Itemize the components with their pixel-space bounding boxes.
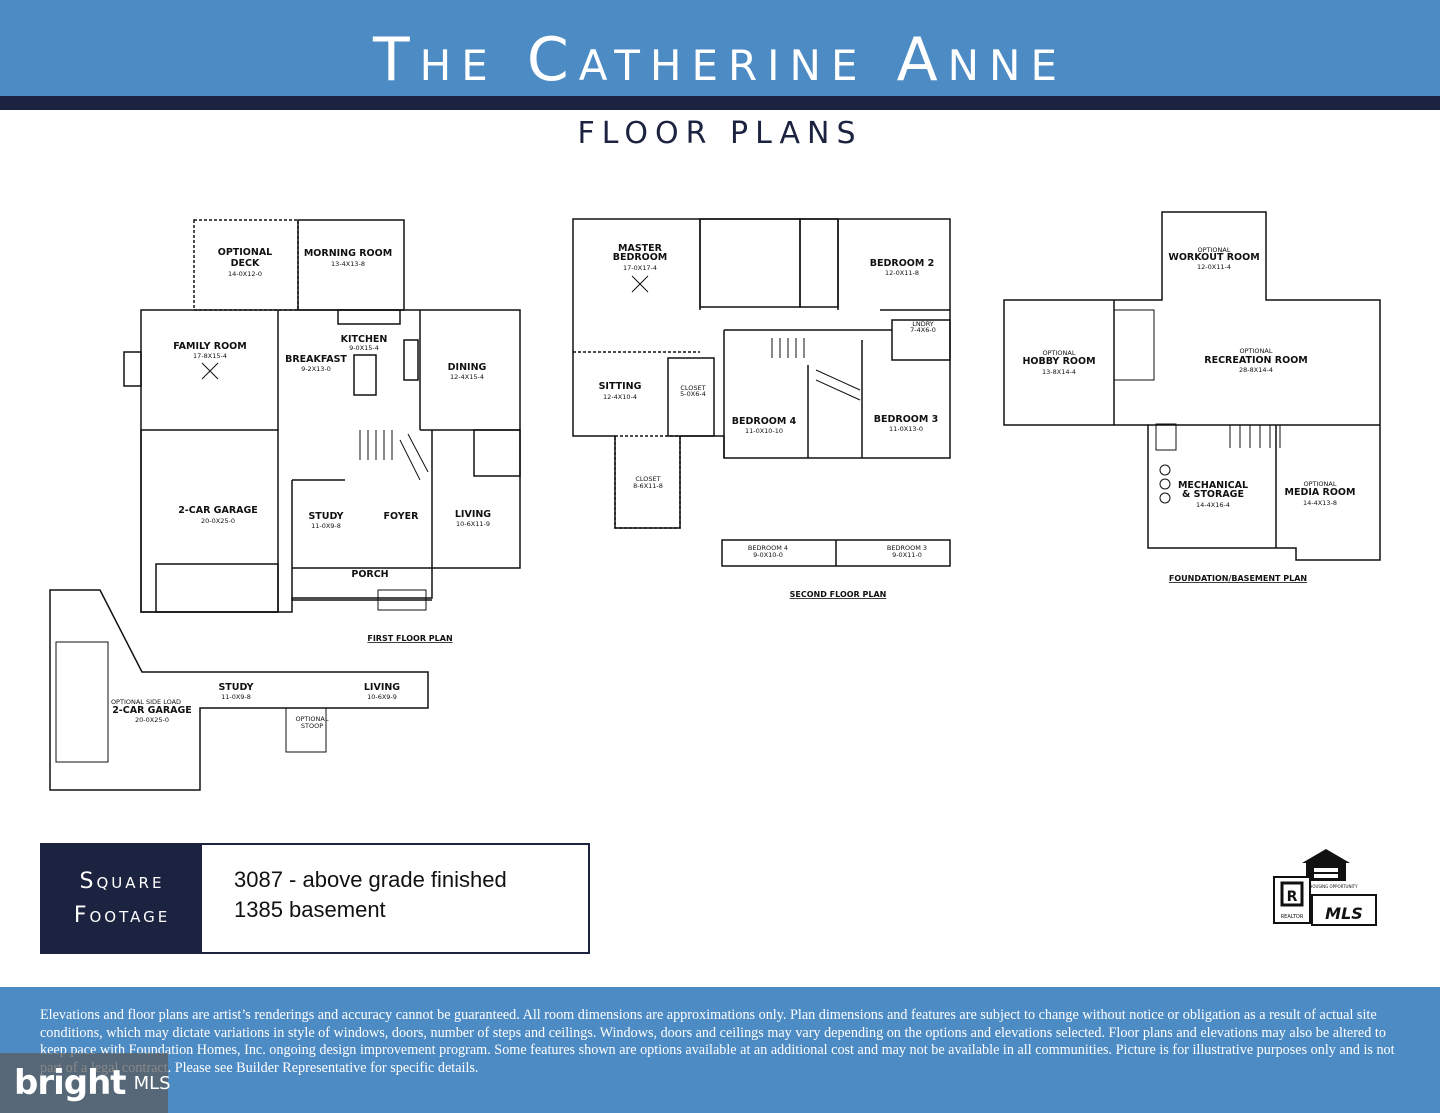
- svg-text:11-0X9-8: 11-0X9-8: [221, 693, 251, 701]
- svg-text:20-0X25-0: 20-0X25-0: [201, 517, 235, 525]
- svg-text:OPTIONAL: OPTIONAL: [1304, 480, 1337, 488]
- svg-text:OPTIONAL: OPTIONAL: [1043, 349, 1076, 357]
- bright-logo-suffix: MLS: [133, 1072, 171, 1094]
- square-footage-above-grade: 3087 - above grade finished: [234, 867, 507, 892]
- square-footage-basement: 1385 basement: [234, 897, 386, 922]
- realtor-text: REALTOR: [1281, 914, 1304, 920]
- svg-text:14-0X12-0: 14-0X12-0: [228, 270, 262, 278]
- room-label-breakfast: BREAKFAST: [285, 354, 347, 365]
- second-floor-plan: MASTER BEDROOM 17-0X17-4 BEDROOM 2 12-0X…: [572, 218, 951, 599]
- svg-text:OPTIONAL: OPTIONAL: [1198, 246, 1231, 254]
- second-floor-caption: SECOND FLOOR PLAN: [790, 590, 887, 599]
- svg-text:BEDROOM 4: BEDROOM 4: [748, 544, 788, 552]
- room-label-kitchen: KITCHEN: [341, 334, 388, 345]
- svg-text:11-0X9-8: 11-0X9-8: [311, 522, 341, 530]
- room-label-living: LIVING: [455, 509, 491, 520]
- floor-plans: OPTIONAL DECK 14-0X12-0 MORNING ROOM 13-…: [0, 180, 1440, 820]
- mls-text: MLS: [1325, 904, 1363, 923]
- svg-text:OPTIONAL SIDE LOAD: OPTIONAL SIDE LOAD: [111, 698, 181, 706]
- svg-text:& STORAGE: & STORAGE: [1182, 489, 1244, 500]
- svg-text:10-6X11-9: 10-6X11-9: [456, 520, 490, 528]
- footer-banner: Elevations and floor plans are artist’s …: [0, 987, 1440, 1113]
- square-footage-label: Square Footage: [42, 845, 202, 952]
- svg-text:12-0X11-8: 12-0X11-8: [885, 269, 919, 277]
- svg-text:9-0X15-4: 9-0X15-4: [349, 344, 379, 352]
- svg-text:5-0X6-4: 5-0X6-4: [680, 390, 706, 398]
- svg-text:17-8X15-4: 17-8X15-4: [193, 352, 227, 360]
- basement-plan: OPTIONAL WORKOUT ROOM 12-0X11-4 OPTIONAL…: [1003, 211, 1381, 583]
- svg-text:2-CAR GARAGE: 2-CAR GARAGE: [112, 705, 192, 716]
- svg-text:MASTER: MASTER: [618, 243, 663, 254]
- room-label-deck: DECK: [231, 258, 260, 269]
- room-label-master-bedroom: BEDROOM: [613, 252, 668, 263]
- svg-text:STUDY: STUDY: [218, 682, 253, 693]
- svg-text:14-4X13-8: 14-4X13-8: [1303, 499, 1337, 507]
- svg-text:12-4X10-4: 12-4X10-4: [603, 393, 637, 401]
- svg-text:28-8X14-4: 28-8X14-4: [1239, 366, 1273, 374]
- room-label-mechanical: MECHANICAL: [1178, 480, 1248, 491]
- svg-text:12-4X15-4: 12-4X15-4: [450, 373, 484, 381]
- svg-text:13-8X14-4: 13-8X14-4: [1042, 368, 1076, 376]
- header-banner: The Catherine Anne: [0, 0, 1440, 96]
- room-label-hobby-room: HOBBY ROOM: [1022, 356, 1095, 367]
- disclaimer-text: Elevations and floor plans are artist’s …: [40, 1007, 1395, 1076]
- page-subtitle: FLOOR PLANS: [577, 116, 863, 151]
- logo-group: EQUAL HOUSING OPPORTUNITY R REALTOR MLS: [1270, 843, 1380, 933]
- room-label-media-room: MEDIA ROOM: [1285, 487, 1356, 498]
- first-floor-caption: FIRST FLOOR PLAN: [367, 634, 452, 643]
- bright-logo-word: bright: [14, 1063, 127, 1103]
- room-label-bedroom-2: BEDROOM 2: [870, 258, 934, 269]
- svg-text:R: R: [1287, 889, 1298, 905]
- room-label-morning-room: MORNING ROOM: [304, 248, 392, 259]
- room-label-bedroom-4: BEDROOM 4: [732, 416, 797, 427]
- svg-text:9-0X10-0: 9-0X10-0: [753, 551, 783, 559]
- svg-text:STOOP: STOOP: [301, 722, 323, 730]
- room-label-dining: DINING: [448, 362, 487, 373]
- room-label-garage: 2-CAR GARAGE: [178, 505, 258, 516]
- square-footage-label-line2: Footage: [73, 902, 171, 928]
- svg-text:CLOSET: CLOSET: [635, 475, 660, 483]
- room-label-foyer: FOYER: [384, 511, 420, 522]
- room-label-workout-room: WORKOUT ROOM: [1168, 252, 1259, 263]
- svg-text:20-0X25-0: 20-0X25-0: [135, 716, 169, 724]
- square-footage-label-line1: Square: [79, 868, 165, 894]
- room-label-bedroom-3: BEDROOM 3: [874, 414, 938, 425]
- room-label-sitting: SITTING: [599, 381, 642, 392]
- svg-text:12-0X11-4: 12-0X11-4: [1197, 263, 1231, 271]
- svg-text:13-4X13-8: 13-4X13-8: [331, 260, 365, 268]
- svg-text:9-2X13-0: 9-2X13-0: [301, 365, 331, 373]
- svg-text:OPTIONAL: OPTIONAL: [1240, 347, 1273, 355]
- svg-text:OPTIONAL: OPTIONAL: [218, 247, 273, 258]
- page-title: The Catherine Anne: [373, 25, 1067, 95]
- bright-mls-watermark: bright MLS: [0, 1053, 171, 1113]
- svg-text:CLOSET: CLOSET: [680, 384, 705, 392]
- svg-text:11-0X10-10: 11-0X10-10: [745, 427, 783, 435]
- room-label-recreation-room: RECREATION ROOM: [1204, 355, 1307, 366]
- basement-caption: FOUNDATION/BASEMENT PLAN: [1169, 574, 1307, 583]
- svg-text:10-6X9-9: 10-6X9-9: [367, 693, 397, 701]
- floor-plan-drawing: OPTIONAL DECK 14-0X12-0 MORNING ROOM 13-…: [49, 211, 1381, 791]
- svg-text:8-6X11-8: 8-6X11-8: [633, 482, 663, 490]
- first-floor-plan: OPTIONAL DECK 14-0X12-0 MORNING ROOM 13-…: [49, 219, 521, 791]
- svg-text:BEDROOM 3: BEDROOM 3: [887, 544, 927, 552]
- svg-text:11-0X13-0: 11-0X13-0: [889, 425, 923, 433]
- svg-text:17-0X17-4: 17-0X17-4: [623, 264, 657, 272]
- svg-text:LNDRY: LNDRY: [912, 320, 934, 328]
- equal-housing-text: EQUAL HOUSING OPPORTUNITY: [1294, 884, 1358, 889]
- square-footage-box: Square Footage 3087 - above grade finish…: [40, 843, 590, 954]
- svg-text:OPTIONAL: OPTIONAL: [296, 715, 329, 723]
- svg-text:9-0X11-0: 9-0X11-0: [892, 551, 922, 559]
- room-label-family-room: FAMILY ROOM: [173, 341, 246, 352]
- square-footage-values: 3087 - above grade finished 1385 basemen…: [234, 865, 507, 925]
- equal-housing-icon: EQUAL HOUSING OPPORTUNITY R REALTOR MLS: [1273, 849, 1377, 926]
- header-rule: [0, 96, 1440, 110]
- room-label-study: STUDY: [308, 511, 343, 522]
- room-label-porch: PORCH: [351, 569, 388, 580]
- svg-text:14-4X16-4: 14-4X16-4: [1196, 501, 1230, 509]
- svg-text:LIVING: LIVING: [364, 682, 400, 693]
- mls-icon: [1311, 894, 1377, 926]
- svg-text:7-4X6-0: 7-4X6-0: [910, 326, 936, 334]
